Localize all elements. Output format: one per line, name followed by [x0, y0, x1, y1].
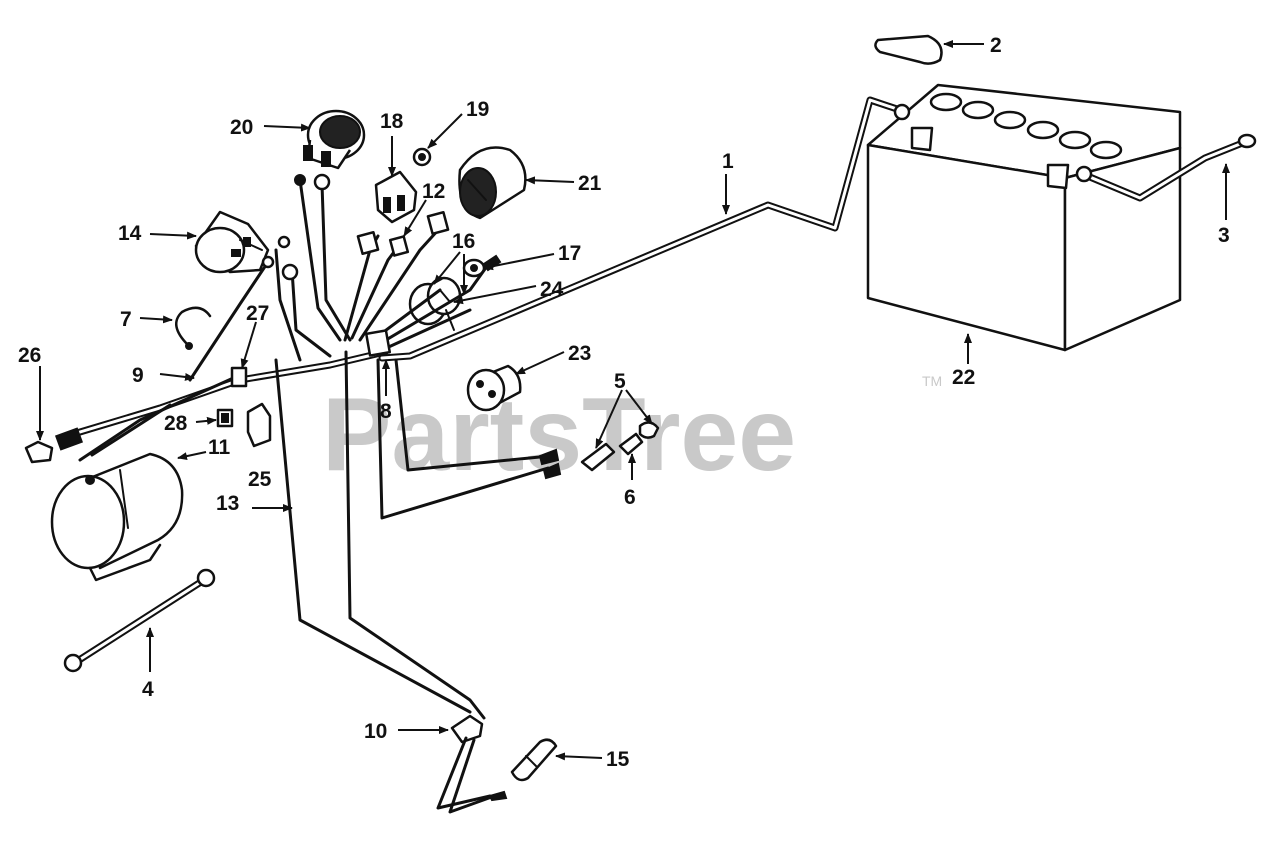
part-gauge[interactable]	[194, 210, 270, 274]
part-solenoid[interactable]	[374, 170, 418, 224]
part-battery[interactable]	[866, 83, 1182, 352]
callout-11: 11	[208, 436, 231, 459]
callout-8: 8	[380, 400, 392, 423]
callout-4: 4	[142, 678, 154, 701]
callout-26: 26	[18, 344, 41, 367]
part-fuse[interactable]	[580, 421, 660, 472]
callout-6: 6	[624, 486, 636, 509]
part-connector[interactable]	[24, 440, 54, 464]
battery-cell-caps	[929, 92, 1123, 160]
callout-2: 2	[990, 34, 1002, 57]
part-battery-cable-ground[interactable]	[1075, 133, 1257, 202]
callout-25: 25	[248, 468, 272, 491]
watermark-text: PartsTree	[322, 377, 796, 493]
callout-28: 28	[164, 412, 188, 435]
part-terminal-boot[interactable]	[874, 34, 943, 65]
callout-5: 5	[614, 370, 626, 393]
callout-16: 16	[452, 230, 475, 253]
part-ground-strap[interactable]	[63, 568, 216, 673]
callout-24: 24	[540, 278, 564, 301]
part-starter-motor[interactable]	[50, 452, 184, 582]
part-headlight-gauge[interactable]	[458, 146, 527, 220]
callout-22: 22	[952, 366, 975, 389]
callout-7: 7	[120, 308, 132, 331]
part-lamp-socket[interactable]	[450, 714, 484, 744]
callout-10: 10	[364, 720, 387, 743]
wiring-harness[interactable]	[54, 173, 562, 814]
part-fuse-holder[interactable]	[216, 408, 234, 428]
callout-15: 15	[606, 748, 630, 771]
part-bulb[interactable]	[510, 738, 558, 782]
callout-1: 1	[722, 150, 734, 173]
callout-18: 18	[380, 110, 404, 133]
callout-23: 23	[568, 342, 591, 365]
part-clip[interactable]	[175, 306, 212, 350]
callout-12: 12	[422, 180, 445, 203]
callout-9: 9	[132, 364, 144, 387]
part-battery-cable-positive[interactable]	[378, 96, 911, 362]
callout-arrows	[36, 40, 1230, 761]
callout-14: 14	[118, 222, 142, 245]
callout-3: 3	[1218, 224, 1230, 247]
part-grommet[interactable]	[412, 147, 432, 167]
part-rectifier[interactable]	[246, 402, 272, 448]
callout-21: 21	[578, 172, 602, 195]
battery-negative-terminal	[1046, 163, 1070, 190]
part-switch[interactable]	[462, 258, 486, 278]
callout-17: 17	[558, 242, 581, 265]
callout-labels: 1 2 3 4 5 6 7 8 9 10 11 12 13 14 15 16 1…	[18, 34, 1230, 771]
callout-20: 20	[230, 116, 253, 139]
callout-13: 13	[216, 492, 239, 515]
callout-19: 19	[466, 98, 489, 121]
part-socket[interactable]	[466, 364, 522, 412]
callout-27: 27	[246, 302, 269, 325]
battery-positive-terminal	[910, 126, 934, 152]
part-ammeter[interactable]	[303, 109, 366, 170]
watermark-trademark: TM	[922, 373, 942, 389]
